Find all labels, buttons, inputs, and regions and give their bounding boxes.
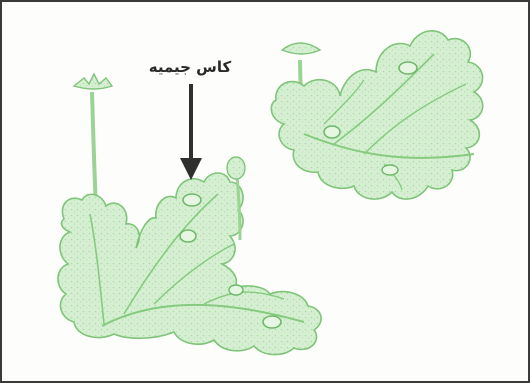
gemma-cup — [324, 126, 340, 138]
gemma-cup-label: كاس جيميه — [130, 58, 250, 76]
gemma-cup — [229, 285, 243, 295]
liverwort-illustration — [4, 4, 530, 383]
gemma-cup — [382, 165, 398, 175]
gemma-cup — [399, 62, 417, 74]
gemma-cup — [180, 230, 196, 242]
gemma-cup — [183, 194, 201, 206]
left-stalk-head — [74, 74, 112, 89]
left-stalk — [92, 92, 96, 209]
right-stalk-head — [282, 43, 320, 54]
callout-arrow — [180, 84, 202, 180]
right-thallus-body — [271, 31, 482, 199]
gemma-cup — [263, 316, 281, 328]
left-bud — [227, 157, 245, 179]
right-thallus — [271, 31, 482, 199]
